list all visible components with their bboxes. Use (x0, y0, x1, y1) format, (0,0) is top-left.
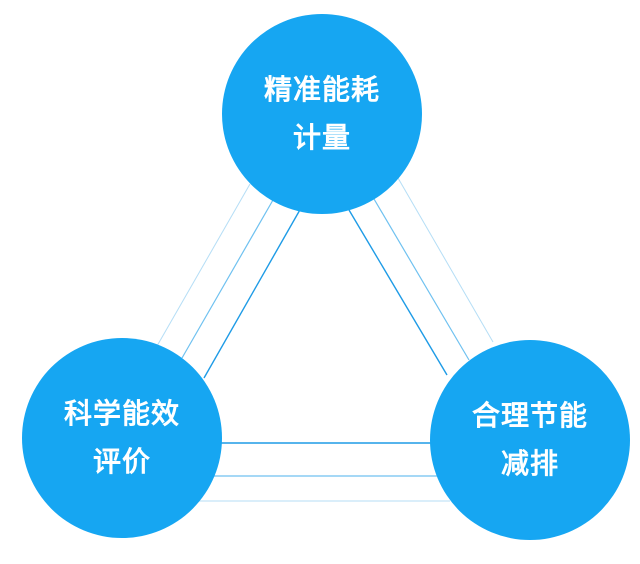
node-left-line2: 评价 (92, 445, 151, 478)
node-left-line1: 科学能效 (63, 397, 180, 430)
node-rational-energy-saving: 合理节能 减排 (430, 340, 630, 540)
link-top-right-inner (348, 209, 448, 376)
link-top-left-inner (203, 207, 302, 379)
node-precise-energy-metering: 精准能耗 计量 (222, 14, 422, 214)
link-top-left-middle (181, 199, 274, 359)
node-top-line2: 计量 (292, 121, 351, 154)
link-top-left-outer (156, 183, 251, 347)
node-right-line2: 减排 (500, 447, 559, 480)
node-top-line1: 精准能耗 (263, 73, 380, 106)
link-top-right-outer (397, 177, 494, 343)
link-top-right-middle (373, 198, 470, 361)
node-right-line1: 合理节能 (471, 399, 588, 432)
node-scientific-efficiency-evaluation: 科学能效 评价 (22, 338, 222, 538)
